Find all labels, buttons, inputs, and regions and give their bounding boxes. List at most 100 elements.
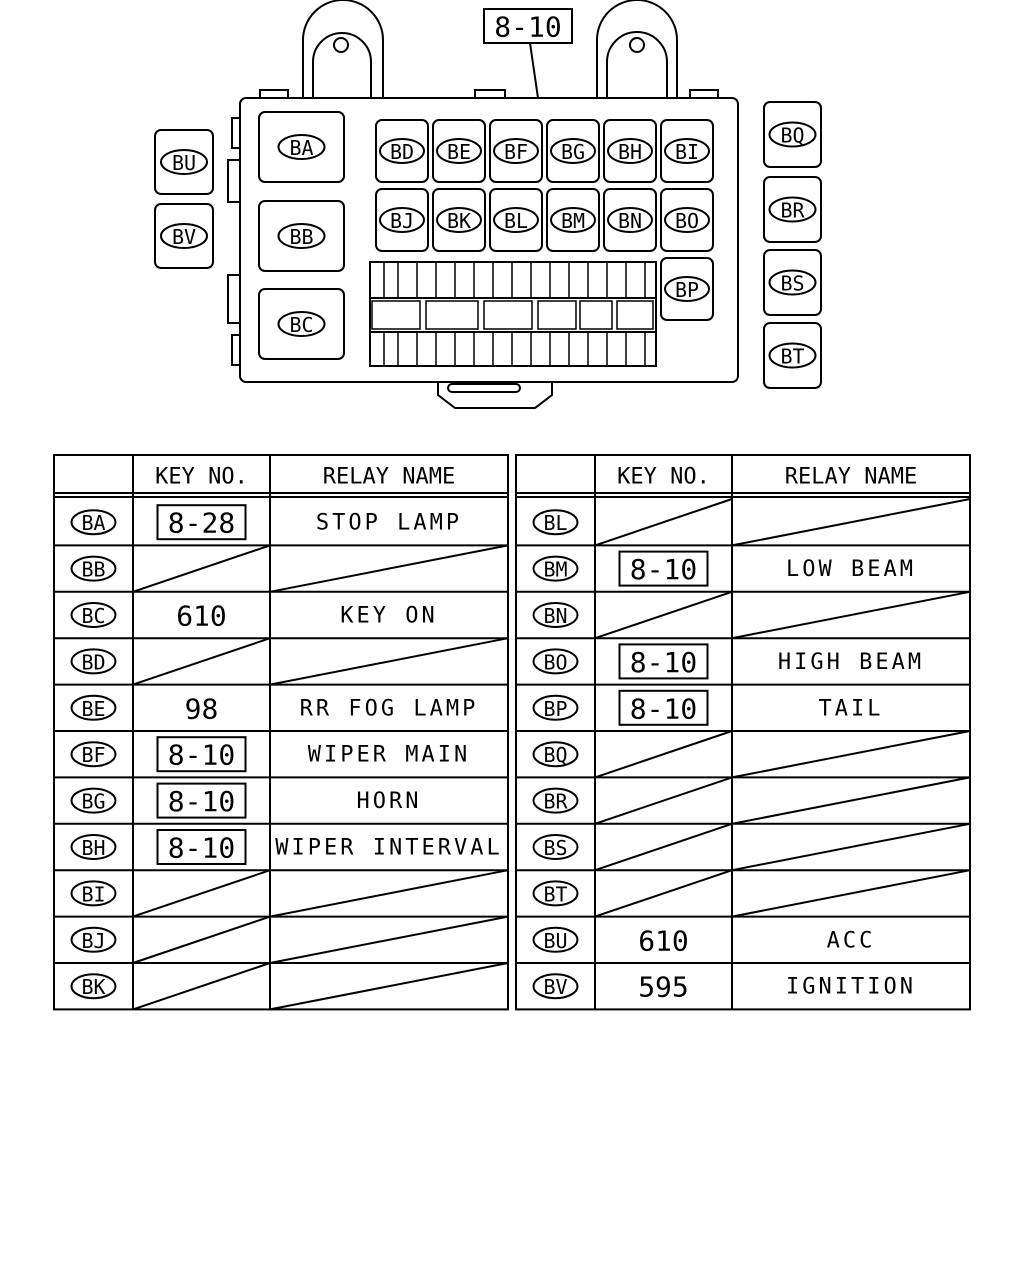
header-key-no: KEY NO. — [617, 465, 710, 490]
relay-be: BE — [432, 119, 486, 183]
row-key-no: 8-10 — [168, 739, 235, 772]
relay-code-oval — [768, 121, 817, 148]
row-code-oval — [532, 787, 579, 814]
relay-code-oval — [277, 311, 326, 337]
relay-code-label: BI — [675, 140, 699, 164]
row-code: BG — [81, 790, 105, 814]
relay-bi: BI — [660, 119, 714, 183]
row-code-oval — [70, 880, 117, 907]
relay-code-oval — [277, 223, 326, 249]
empty-slash — [132, 637, 271, 686]
row-code: BI — [81, 882, 105, 906]
relay-code-oval — [607, 207, 653, 233]
row-relay-name: TAIL — [819, 696, 884, 721]
row-code: BK — [81, 975, 105, 999]
row-relay-name: KEY ON — [340, 604, 437, 629]
row-code: BQ — [543, 743, 567, 767]
relay-bn: BN — [603, 188, 657, 252]
row-code-oval — [532, 973, 579, 1000]
key-box — [618, 550, 709, 587]
row-code: BC — [81, 604, 105, 628]
empty-slash — [731, 869, 971, 918]
row-code: BF — [81, 743, 105, 767]
relay-code-oval — [160, 149, 208, 175]
table-row: BD — [54, 637, 509, 686]
relay-code-label: BL — [504, 209, 528, 233]
row-code-oval — [532, 648, 579, 675]
relay-br: BR — [763, 176, 822, 243]
row-code: BB — [81, 558, 105, 582]
row-code: BE — [81, 697, 105, 721]
row-code: BS — [543, 836, 567, 860]
row-code-oval — [532, 834, 579, 860]
key-box — [156, 829, 247, 865]
row-key-no: 8-10 — [630, 553, 697, 586]
relay-bp: BP — [660, 257, 714, 321]
row-code-oval — [70, 834, 117, 860]
empty-slash — [594, 822, 733, 872]
table-row: BN — [516, 590, 971, 640]
relay-bd: BD — [375, 119, 429, 183]
row-key-no: 98 — [185, 692, 219, 725]
empty-slash — [594, 776, 733, 825]
empty-slash — [132, 962, 271, 1011]
table-row: BK — [54, 962, 509, 1011]
relay-code-label: BR — [780, 199, 805, 223]
row-relay-name: LOW BEAM — [786, 557, 916, 582]
relay-code-label: BS — [780, 272, 804, 296]
relay-code-oval — [664, 207, 710, 233]
relay-bk: BK — [432, 188, 486, 252]
relay-code-oval — [379, 207, 425, 233]
row-code: BN — [543, 604, 567, 628]
header-key-no: KEY NO. — [155, 465, 248, 490]
relay-bl: BL — [489, 188, 543, 252]
relay-code-label: BN — [618, 209, 642, 233]
row-key-no: 595 — [638, 971, 689, 1004]
relay-bc: BC — [258, 288, 345, 360]
row-relay-name: RR FOG LAMP — [300, 696, 479, 721]
key-box — [156, 782, 247, 819]
relay-code-label: BD — [390, 140, 414, 164]
row-code: BL — [543, 511, 567, 535]
row-code-oval — [70, 555, 117, 582]
row-code-oval — [70, 926, 117, 953]
row-code: BT — [543, 882, 567, 906]
empty-slash — [594, 869, 733, 918]
relay-bg: BG — [546, 119, 600, 183]
row-key-no: 8-10 — [168, 785, 235, 818]
table-row: BQ — [516, 730, 971, 779]
row-key-no: 8-10 — [168, 832, 235, 865]
key-box — [156, 504, 247, 541]
relay-code-label: BT — [780, 345, 804, 369]
diagram-callout: 8-10 — [483, 8, 573, 99]
row-code-oval — [70, 509, 117, 536]
relay-code-label: BO — [675, 209, 699, 233]
row-code-oval — [532, 741, 579, 768]
relay-code-label: BA — [289, 136, 313, 160]
table-row: BE 98 RR FOG LAMP — [54, 683, 508, 725]
row-code-oval — [532, 555, 579, 582]
relay-bs: BS — [763, 249, 822, 316]
row-relay-name: WIPER INTERVAL — [275, 836, 502, 861]
relay-bq: BQ — [763, 101, 822, 168]
empty-slash — [731, 822, 971, 872]
relay-code-label: BM — [561, 209, 585, 233]
table-row: BT — [516, 869, 971, 918]
relay-code-oval — [493, 138, 539, 164]
table-row: BL — [532, 498, 971, 547]
relay-bm: BM — [546, 188, 600, 252]
relay-code-oval — [277, 134, 326, 160]
relay-bv: BV — [154, 203, 214, 269]
relay-code-oval — [664, 276, 710, 302]
row-code: BD — [81, 650, 105, 674]
relay-ba: BA — [258, 111, 345, 183]
relay-code-oval — [768, 196, 817, 223]
header-relay-name: RELAY NAME — [323, 465, 455, 490]
